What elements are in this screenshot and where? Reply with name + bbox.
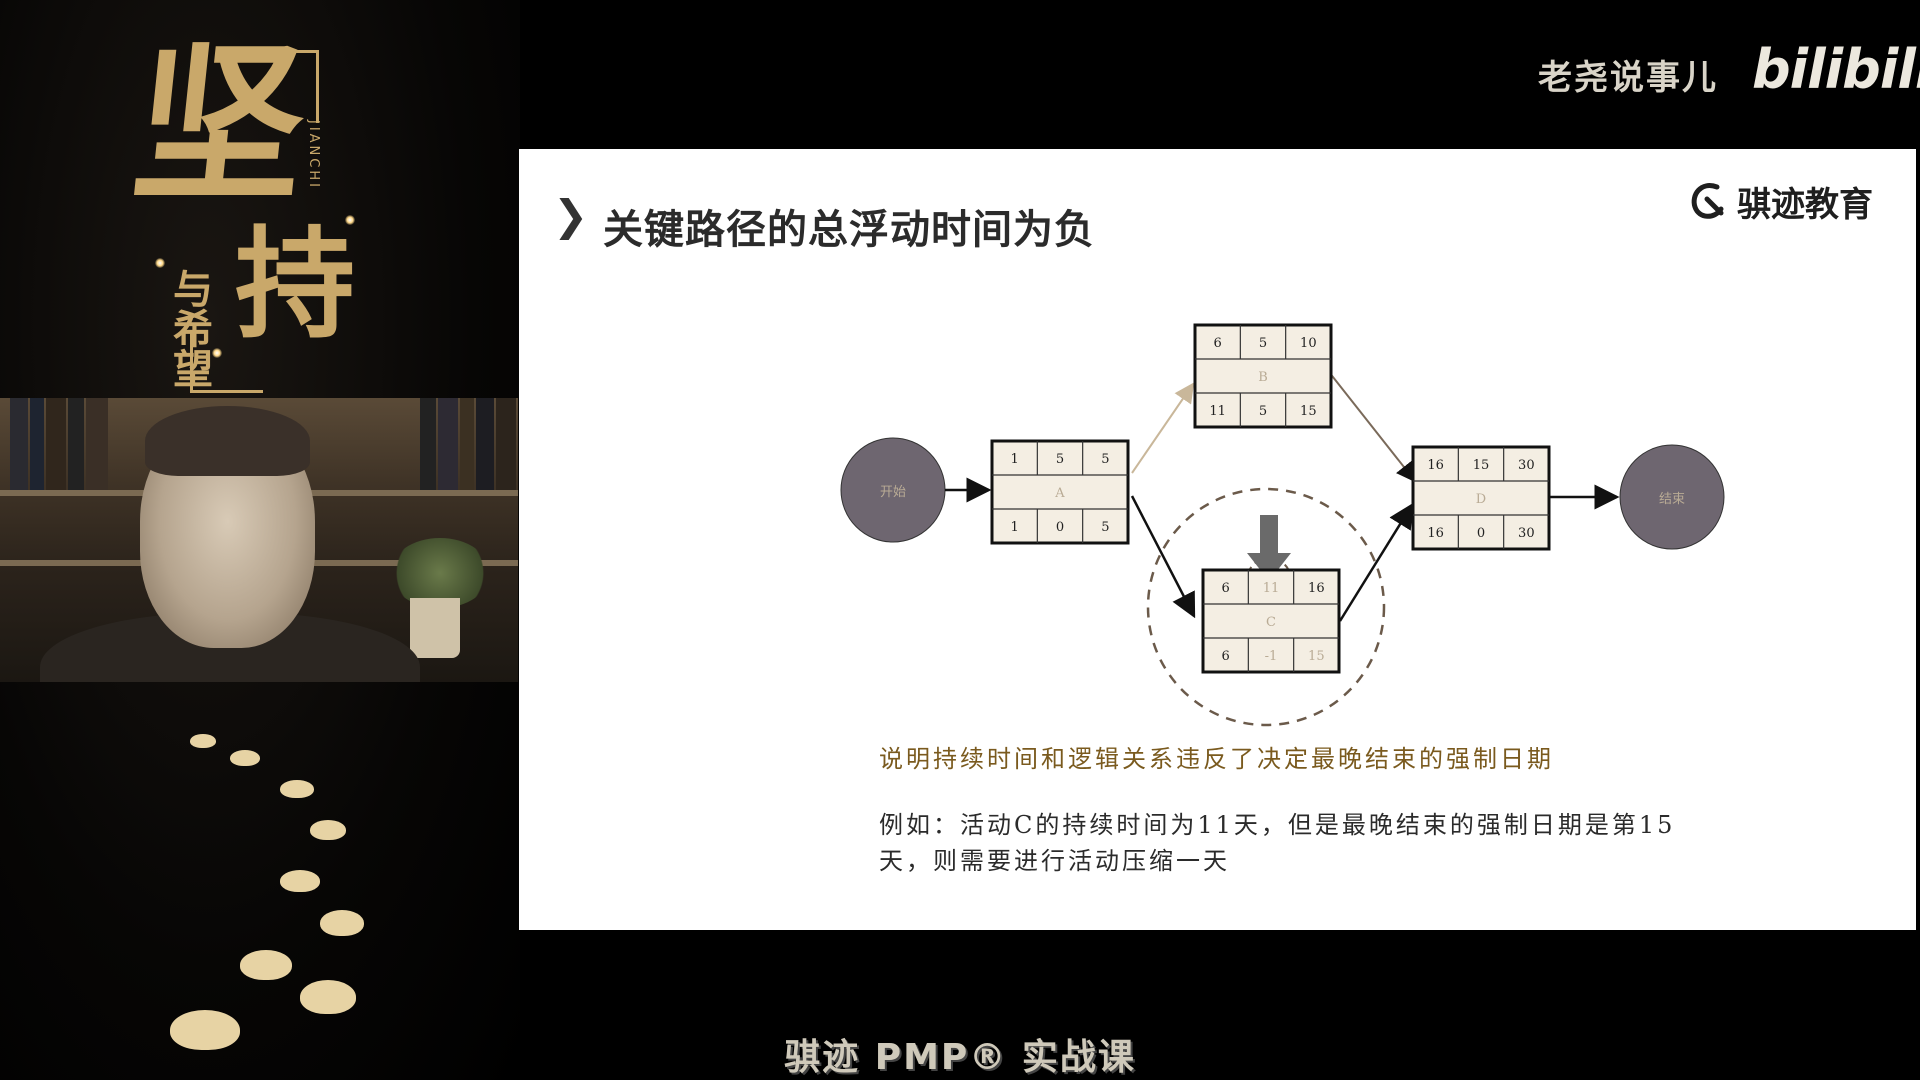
brand-q-icon [1691, 183, 1724, 219]
highlight-circle-c [1146, 487, 1386, 727]
node-a-tf: 0 [1056, 520, 1064, 535]
chevron-right-icon: ❯ [553, 191, 589, 240]
book [10, 398, 28, 490]
down-arrow-icon [1247, 515, 1291, 581]
bilibili-logo: bilibili [1752, 38, 1920, 101]
book [460, 398, 474, 490]
sparkle-icon [212, 348, 222, 358]
poster-char-jian: 坚 [124, 25, 316, 225]
slide-title: 关键路径的总浮动时间为负 [603, 207, 1095, 253]
node-a-ls: 1 [1011, 520, 1019, 535]
book [46, 398, 66, 490]
poster-panel: 坚 持 与希望 JIANCHI [0, 0, 520, 1080]
node-d-tf: 0 [1477, 526, 1485, 541]
start-label: 开始 [880, 485, 906, 500]
node-d-es: 16 [1427, 458, 1444, 473]
note-text: 说明持续时间和逻辑关系违反了决定最晚结束的强制日期 [879, 745, 1554, 773]
poster-char-chi: 持 [235, 214, 355, 355]
node-a-label: A [1054, 486, 1065, 501]
arrow-b-d [1328, 371, 1417, 483]
poster-frame-line [250, 50, 319, 123]
node-c-ef: 16 [1308, 581, 1325, 596]
node-b-dur: 5 [1259, 336, 1267, 351]
node-a-lf: 5 [1101, 520, 1109, 535]
node-c-dur: 11 [1263, 581, 1280, 596]
node-d-lf: 30 [1518, 526, 1535, 541]
arrow-c-d [1338, 502, 1414, 622]
node-c-tf: -1 [1265, 649, 1278, 664]
node-b-ef: 10 [1300, 336, 1317, 351]
node-b-label: B [1258, 370, 1268, 385]
node-d-dur: 15 [1473, 458, 1490, 473]
poster-small-chars: 与希望 [173, 266, 213, 393]
activity-node-b: 6 5 10 11 5 15 B [1193, 323, 1333, 429]
footprints-illustration [130, 720, 410, 1060]
node-d-label: D [1476, 492, 1486, 507]
book [496, 398, 516, 490]
arrow-a-b [1131, 382, 1195, 474]
book [438, 398, 458, 490]
webcam-video [0, 398, 518, 682]
node-a-ef: 5 [1101, 452, 1109, 467]
node-c-lf: 15 [1308, 649, 1325, 664]
presenter-hair [145, 406, 310, 476]
node-d-ls: 16 [1427, 526, 1444, 541]
sparkle-icon [155, 258, 165, 268]
book [30, 398, 44, 490]
node-a-es: 1 [1011, 452, 1019, 467]
end-label: 结束 [1659, 492, 1685, 507]
node-b-tf: 5 [1259, 404, 1267, 419]
node-b-lf: 15 [1300, 404, 1317, 419]
arrow-a-c [1130, 495, 1196, 619]
book [86, 398, 108, 490]
presentation-slide: ❯ 关键路径的总浮动时间为负 骐迹教育 开始 结束 [519, 149, 1916, 930]
book [68, 398, 84, 490]
example-text: 例如：活动C的持续时间为11天，但是最晚结束的强制日期是第15天，则需要进行活动… [879, 811, 1676, 875]
poster-frame-line [190, 330, 263, 393]
node-c-ls: 6 [1222, 649, 1230, 664]
sparkle-icon [345, 215, 355, 225]
end-node [1619, 444, 1725, 550]
channel-name: 老尧说事儿 [1538, 58, 1718, 98]
poster-pinyin: JIANCHI [306, 120, 321, 190]
book [476, 398, 494, 490]
node-d-ef: 30 [1518, 458, 1535, 473]
plant [390, 538, 490, 608]
node-c-es: 6 [1222, 581, 1230, 596]
node-b-ls: 11 [1209, 404, 1226, 419]
node-b-es: 6 [1214, 336, 1222, 351]
node-c-label: C [1266, 615, 1276, 630]
book [420, 398, 436, 490]
course-caption: 骐迹 PMP® 实战课 [784, 1037, 1136, 1078]
activity-node-c: 6 11 16 6 -1 15 C [1201, 568, 1341, 674]
plant-pot [410, 598, 460, 658]
brand-name: 骐迹教育 [1737, 185, 1873, 225]
node-a-dur: 5 [1056, 452, 1064, 467]
